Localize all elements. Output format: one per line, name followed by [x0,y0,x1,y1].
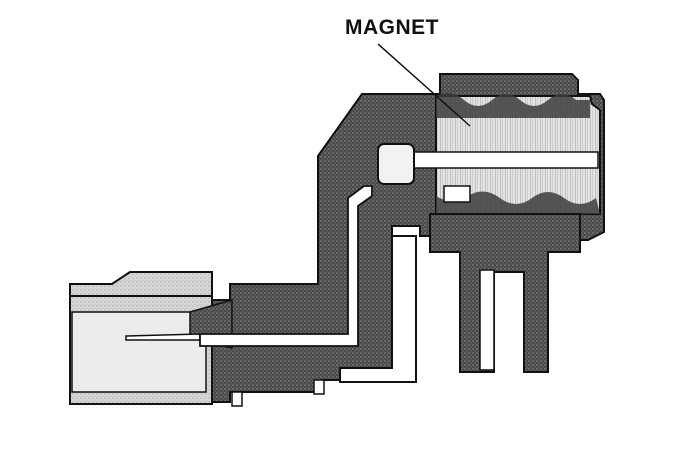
coil-cavity [339,235,417,383]
magnet-callout-label: MAGNET [345,16,439,39]
lower-body [429,213,581,373]
coil-lead-wire [199,185,373,347]
magnet-leader-line [377,43,471,127]
magnet-top-ridges [436,92,590,118]
pole-piece-tip [377,143,415,185]
mount-leg-gap-left [479,269,495,371]
pole-piece-slot [397,151,599,169]
magnet-bottom-ridges [436,191,600,214]
foot-left [231,391,243,407]
notch [443,185,471,203]
connector-top-cap [69,271,213,297]
foot-right [313,379,325,395]
connector-shroud [71,311,207,393]
